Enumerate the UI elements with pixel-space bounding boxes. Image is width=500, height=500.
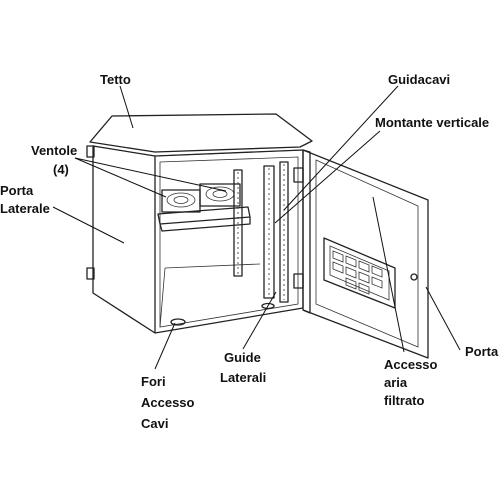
label-fori-3: Cavi bbox=[141, 416, 168, 431]
label-accesso-2: aria bbox=[384, 375, 408, 390]
front-frame bbox=[154, 149, 304, 334]
labels: Tetto Guidacavi Montante verticale Vento… bbox=[0, 72, 499, 431]
label-montante-verticale: Montante verticale bbox=[375, 115, 489, 130]
label-ventole-count: (4) bbox=[53, 162, 69, 177]
cable-hole bbox=[170, 318, 186, 326]
cabinet-body bbox=[86, 113, 313, 334]
filter-panel bbox=[323, 237, 396, 309]
label-fori-1: Fori bbox=[141, 374, 166, 389]
label-accesso-3: filtrato bbox=[384, 393, 425, 408]
label-tetto: Tetto bbox=[100, 72, 131, 87]
label-guide-2: Laterali bbox=[220, 370, 266, 385]
label-porta: Porta bbox=[465, 344, 499, 359]
fan-tray bbox=[157, 183, 251, 232]
label-guide-1: Guide bbox=[224, 350, 261, 365]
fan-right bbox=[199, 183, 241, 207]
side-panel bbox=[92, 145, 156, 334]
label-fori-2: Accesso bbox=[141, 395, 195, 410]
door bbox=[302, 149, 429, 359]
label-accesso-1: Accesso bbox=[384, 357, 438, 372]
label-porta-laterale-1: Porta bbox=[0, 183, 34, 198]
cable-hole bbox=[261, 302, 275, 310]
roof bbox=[89, 113, 313, 153]
vertical-upright bbox=[233, 161, 289, 303]
label-guidacavi: Guidacavi bbox=[388, 72, 450, 87]
leader-lines bbox=[52, 85, 461, 370]
label-porta-laterale-2: Laterale bbox=[0, 201, 50, 216]
label-ventole: Ventole bbox=[31, 143, 77, 158]
